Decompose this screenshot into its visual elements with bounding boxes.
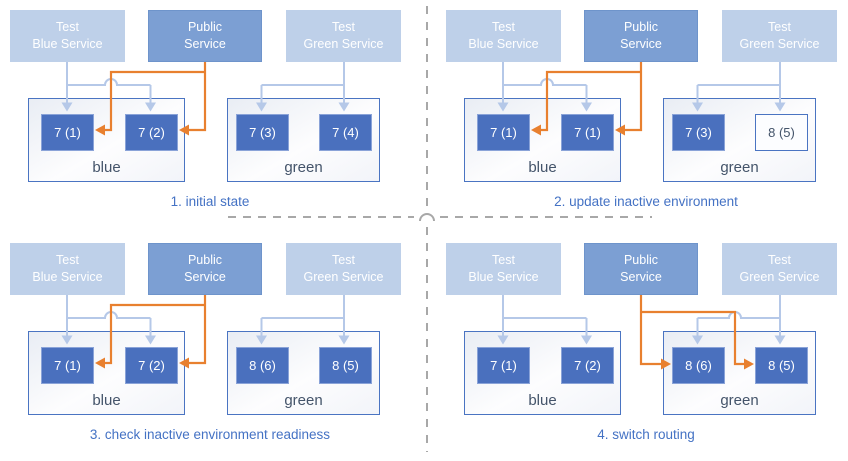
- step-caption: 1. initial state: [170, 194, 250, 209]
- green-environment-box: 7 (3) 7 (4) green: [227, 98, 380, 182]
- service-label-line: Green Service: [303, 37, 384, 51]
- test-green-service-box: Test Green Service: [722, 243, 837, 295]
- pod-box: 7 (3): [236, 114, 289, 151]
- pod-box: 7 (1): [41, 114, 94, 151]
- panel-check-readiness: Test Blue Service Public Service Test Gr…: [0, 228, 424, 456]
- service-label-line: Test: [332, 20, 355, 34]
- panel-content: Test Blue Service Public Service Test Gr…: [434, 233, 848, 461]
- service-label-line: Blue Service: [32, 270, 103, 284]
- green-environment-box: 7 (3) 8 (5) green: [663, 98, 816, 182]
- service-label-line: Green Service: [739, 270, 820, 284]
- green-environment-box: 8 (6) 8 (5) green: [227, 331, 380, 415]
- panel-switch-routing: Test Blue Service Public Service Test Gr…: [424, 228, 848, 456]
- pod-box: 8 (5): [755, 347, 808, 384]
- test-blue-service-box: Test Blue Service: [10, 10, 125, 62]
- service-label-line: Service: [184, 270, 226, 284]
- public-service-box: Public Service: [584, 243, 698, 295]
- public-service-box: Public Service: [148, 243, 262, 295]
- service-label-line: Test: [332, 253, 355, 267]
- test-blue-service-box: Test Blue Service: [446, 10, 561, 62]
- service-label-line: Test: [492, 20, 515, 34]
- pod-box: 7 (1): [477, 114, 530, 151]
- panel-content: Test Blue Service Public Service Test Gr…: [0, 233, 422, 461]
- blue-environment-box: 7 (1) 7 (2) blue: [28, 331, 185, 415]
- service-label-line: Blue Service: [468, 270, 539, 284]
- environment-label: green: [720, 392, 759, 409]
- service-label-line: Service: [620, 270, 662, 284]
- pod-box: 7 (1): [477, 347, 530, 384]
- service-label-line: Public: [187, 253, 223, 267]
- pod-box: 7 (2): [125, 347, 178, 384]
- service-label-line: Test: [56, 253, 79, 267]
- panel-update-inactive: Test Blue Service Public Service Test Gr…: [424, 0, 848, 228]
- pod-box: 7 (2): [561, 347, 614, 384]
- blue-environment-box: 7 (1) 7 (2) blue: [464, 331, 621, 415]
- panel-initial-state: Test Blue Service Public Service Test Gr…: [0, 0, 424, 228]
- environment-label: blue: [92, 392, 121, 409]
- environment-label: green: [284, 159, 323, 176]
- step-caption: 3. check inactive environment readiness: [89, 427, 331, 442]
- service-label-line: Blue Service: [468, 37, 539, 51]
- service-label-line: Public: [623, 253, 659, 267]
- test-green-service-box: Test Green Service: [722, 10, 837, 62]
- test-blue-service-box: Test Blue Service: [10, 243, 125, 295]
- pod-box: 7 (1): [41, 347, 94, 384]
- test-green-service-box: Test Green Service: [286, 243, 401, 295]
- service-label-line: Test: [56, 20, 79, 34]
- step-caption: 2. update inactive environment: [554, 194, 738, 209]
- blue-environment-box: 7 (1) 7 (2) blue: [28, 98, 185, 182]
- service-label-line: Test: [768, 20, 791, 34]
- pod-box: 7 (1): [561, 114, 614, 151]
- test-blue-service-box: Test Blue Service: [446, 243, 561, 295]
- panel-content: Test Blue Service Public Service Test Gr…: [434, 0, 848, 228]
- service-label-line: Service: [184, 37, 226, 51]
- pod-box: 7 (3): [672, 114, 725, 151]
- pod-box: 8 (5): [319, 347, 372, 384]
- service-label-line: Test: [768, 253, 791, 267]
- service-label-line: Service: [620, 37, 662, 51]
- pod-box: 8 (5): [755, 114, 808, 151]
- public-service-box: Public Service: [148, 10, 262, 62]
- blue-environment-box: 7 (1) 7 (1) blue: [464, 98, 621, 182]
- service-label-line: Public: [623, 20, 659, 34]
- test-green-service-box: Test Green Service: [286, 10, 401, 62]
- green-environment-box: 8 (6) 8 (5) green: [663, 331, 816, 415]
- service-label-line: Test: [492, 253, 515, 267]
- service-label-line: Blue Service: [32, 37, 103, 51]
- service-label-line: Green Service: [303, 270, 384, 284]
- environment-label: green: [284, 392, 323, 409]
- environment-label: blue: [528, 159, 557, 176]
- panel-content: Test Blue Service Public Service Test Gr…: [0, 0, 422, 228]
- environment-label: green: [720, 159, 759, 176]
- environment-label: blue: [92, 159, 121, 176]
- pod-box: 8 (6): [672, 347, 725, 384]
- service-label-line: Green Service: [739, 37, 820, 51]
- environment-label: blue: [528, 392, 557, 409]
- pod-box: 7 (2): [125, 114, 178, 151]
- pod-box: 7 (4): [319, 114, 372, 151]
- pod-box: 8 (6): [236, 347, 289, 384]
- service-label-line: Public: [187, 20, 223, 34]
- step-caption: 4. switch routing: [597, 427, 695, 442]
- public-service-box: Public Service: [584, 10, 698, 62]
